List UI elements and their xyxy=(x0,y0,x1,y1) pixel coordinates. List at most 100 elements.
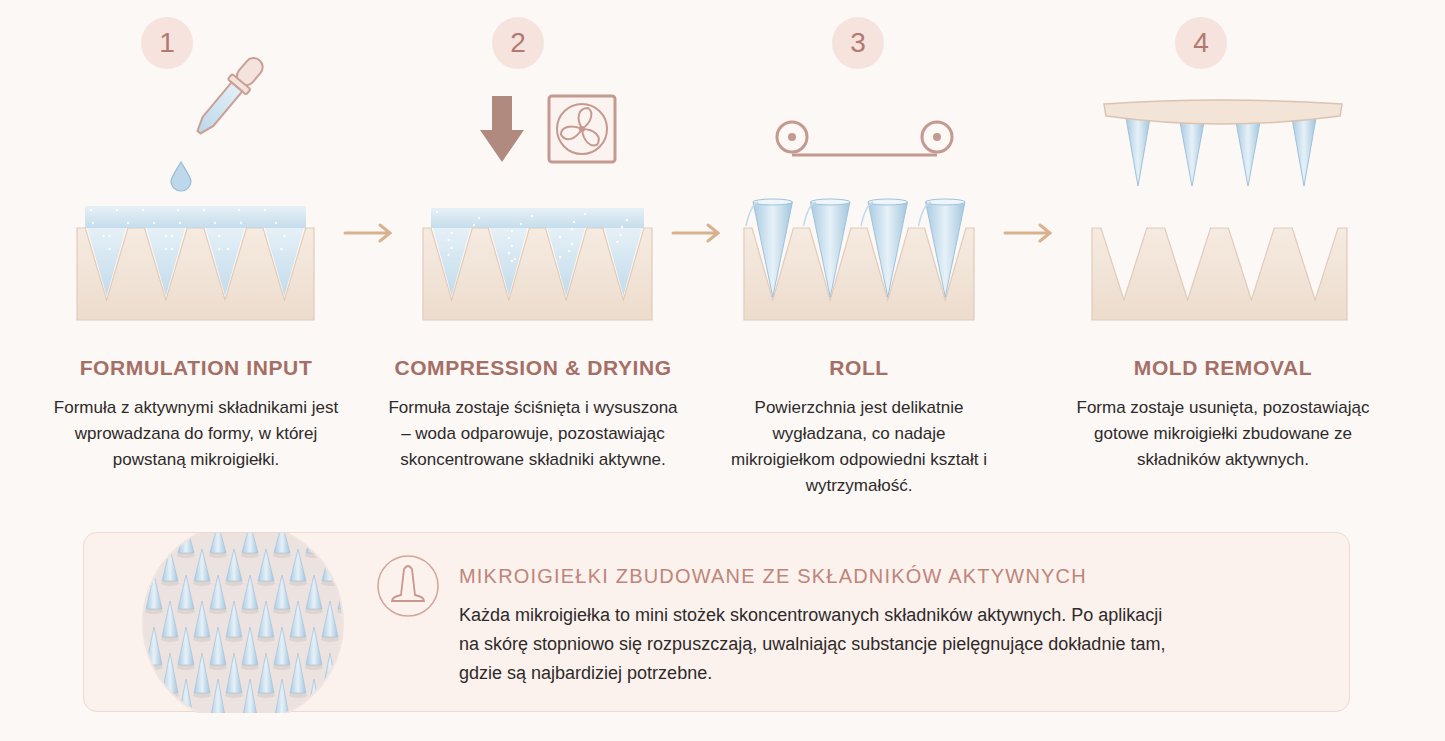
filled-cavity xyxy=(490,228,527,296)
bubble xyxy=(619,234,621,236)
fan-icon xyxy=(549,96,615,162)
bubble xyxy=(473,224,475,226)
bubble xyxy=(177,209,179,211)
bubble xyxy=(514,258,516,260)
bubble xyxy=(165,248,167,250)
drop xyxy=(171,162,191,191)
film-edge xyxy=(804,202,816,226)
bubble xyxy=(142,209,144,211)
mold-body xyxy=(423,228,652,320)
formulation-layer xyxy=(431,208,644,228)
mold xyxy=(1092,228,1347,320)
step-number: 3 xyxy=(832,17,884,69)
filled-cavity xyxy=(433,228,470,296)
info-panel: MIKROIGIEŁKI ZBUDOWANE ZE SKŁADNIKÓW AKT… xyxy=(83,532,1350,712)
microneedle xyxy=(926,202,965,297)
roller-icon xyxy=(777,122,952,155)
bubble xyxy=(573,221,575,223)
filled-cavity xyxy=(206,228,245,296)
step-arrow xyxy=(1005,225,1050,241)
needle-icon xyxy=(378,556,438,616)
bubble xyxy=(218,248,220,250)
bubble xyxy=(108,235,110,237)
step-title: ROLL xyxy=(729,356,989,380)
bubble xyxy=(508,237,510,239)
bubble xyxy=(102,235,104,237)
panel-title: MIKROIGIEŁKI ZBUDOWANE ZE SKŁADNIKÓW AKT… xyxy=(459,565,1087,588)
bubble xyxy=(227,248,229,250)
microneedle-patch xyxy=(1104,100,1342,186)
microneedle xyxy=(753,202,792,297)
step-arrow xyxy=(673,225,718,241)
dropper-icon xyxy=(190,52,269,139)
bubble xyxy=(478,217,480,219)
bubble xyxy=(153,222,155,224)
bubble xyxy=(90,209,92,211)
bubble xyxy=(511,230,513,232)
bubble xyxy=(450,247,452,249)
bubble xyxy=(436,211,438,213)
callout-number: 2 xyxy=(510,29,526,57)
bubble xyxy=(165,235,167,237)
film-edge xyxy=(746,202,758,226)
filled-cavity xyxy=(147,228,186,296)
bubble xyxy=(218,235,220,237)
microneedle xyxy=(868,202,907,297)
film-edge xyxy=(919,202,931,226)
step-number: 2 xyxy=(492,17,544,69)
callout-number: 4 xyxy=(1193,29,1209,57)
bubble xyxy=(616,241,618,243)
bubble xyxy=(92,222,94,224)
bubble xyxy=(238,209,240,211)
filled-cavity xyxy=(265,228,304,296)
filled-cavity xyxy=(605,228,642,296)
step-title: COMPRESSION & DRYING xyxy=(373,356,693,380)
bubble xyxy=(531,215,533,217)
bubble xyxy=(264,209,266,211)
microneedle-closeup xyxy=(134,533,371,713)
bubble xyxy=(283,235,285,237)
bubble xyxy=(520,223,522,225)
bubble xyxy=(108,248,110,250)
film-edge xyxy=(861,202,873,226)
bubble xyxy=(621,226,623,228)
bubble xyxy=(511,245,513,247)
mold-body xyxy=(1092,228,1347,320)
mold xyxy=(77,206,314,320)
formulation-layer xyxy=(85,206,306,228)
needle-base xyxy=(811,199,850,205)
bubble xyxy=(179,222,181,224)
bubble xyxy=(447,239,449,241)
mold xyxy=(423,208,652,320)
bubble xyxy=(171,235,173,237)
filled-cavity xyxy=(87,228,126,296)
bubble xyxy=(203,209,205,211)
bubble xyxy=(116,209,118,211)
bubble xyxy=(127,222,129,224)
microneedle xyxy=(811,202,850,297)
needle-base xyxy=(868,199,907,205)
step-number: 4 xyxy=(1175,17,1227,69)
bubble xyxy=(511,260,513,262)
bubble xyxy=(584,213,586,215)
bubble xyxy=(280,248,282,250)
bubble xyxy=(571,228,573,230)
needle-base xyxy=(926,199,965,205)
bubble xyxy=(450,232,452,234)
step-arrow xyxy=(345,225,390,241)
bubble xyxy=(447,254,449,256)
step-description: Formuła z aktywnymi składnikami jest wpr… xyxy=(46,395,346,473)
bubble xyxy=(214,222,216,224)
bubble xyxy=(559,236,561,238)
step-title: FORMULATION INPUT xyxy=(36,356,356,380)
step-description: Forma zostaje usunięta, pozostawiając go… xyxy=(1073,395,1373,473)
bubble xyxy=(508,252,510,254)
bubble xyxy=(626,219,628,221)
callout-number: 1 xyxy=(159,29,175,57)
bubble xyxy=(559,256,561,258)
mold xyxy=(744,199,974,320)
bubble xyxy=(171,248,173,250)
compression-arrow xyxy=(480,96,524,162)
step-description: Powierzchnia jest delikatnie wygładzana,… xyxy=(729,395,989,499)
bubble xyxy=(568,250,570,252)
